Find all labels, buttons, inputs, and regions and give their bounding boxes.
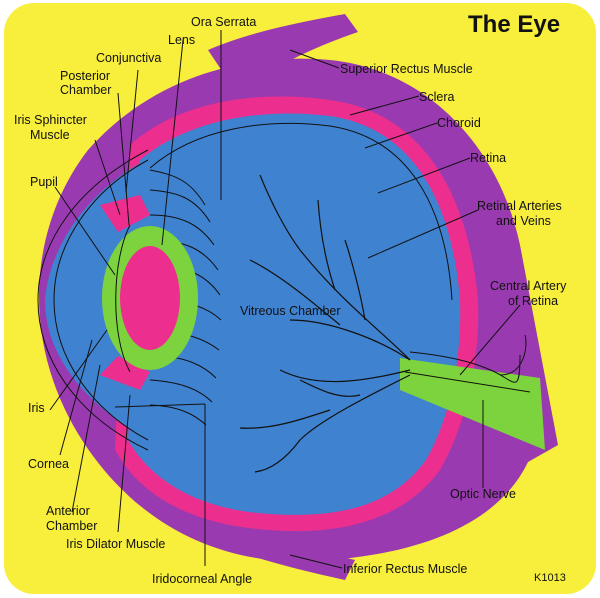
label-posterior-chamber-2: Chamber <box>60 83 111 97</box>
label-iridocorneal-angle: Iridocorneal Angle <box>152 572 252 586</box>
label-central-artery-2: of Retina <box>508 294 558 308</box>
central-artery <box>409 351 521 383</box>
label-optic-nerve: Optic Nerve <box>450 487 516 501</box>
label-vitreous-chamber: Vitreous Chamber <box>240 304 341 318</box>
retina-line <box>149 122 453 301</box>
cornea-inner-line <box>53 159 149 441</box>
label-anterior-chamber-2: Chamber <box>46 519 97 533</box>
iris-lower <box>100 356 150 390</box>
central-artery-branch <box>499 334 527 376</box>
label-pupil: Pupil <box>30 175 58 189</box>
cornea-line <box>37 149 149 451</box>
label-superior-rectus: Superior Rectus Muscle <box>340 62 473 76</box>
label-ora-serrata: Ora Serrata <box>191 15 256 29</box>
label-iris-sphincter-2: Muscle <box>30 128 70 142</box>
label-inferior-rectus: Inferior Rectus Muscle <box>343 562 467 576</box>
label-iris-sphincter-1: Iris Sphincter <box>14 113 87 127</box>
label-central-artery-1: Central Artery <box>490 279 567 293</box>
lens <box>120 246 180 350</box>
label-posterior-chamber-1: Posterior <box>60 69 110 83</box>
retinal-vessels <box>239 174 411 473</box>
vitreous-chamber <box>128 113 461 515</box>
label-conjunctiva: Conjunctiva <box>96 51 161 65</box>
label-cornea: Cornea <box>28 457 69 471</box>
label-retinal-arteries-2: and Veins <box>496 214 551 228</box>
diagram-title: The Eye <box>468 11 560 38</box>
label-retinal-arteries-1: Retinal Arteries <box>477 199 562 213</box>
iris-line <box>115 224 131 373</box>
label-choroid: Choroid <box>437 116 481 130</box>
label-iris-dilator: Iris Dilator Muscle <box>66 537 165 551</box>
label-retina: Retina <box>470 151 506 165</box>
leader-lines <box>49 30 521 569</box>
label-anterior-chamber-1: Anterior <box>46 504 90 518</box>
product-code: K1013 <box>534 572 566 584</box>
label-iris: Iris <box>28 401 45 415</box>
label-sclera: Sclera <box>419 90 454 104</box>
labels: Ora Serrata Lens Conjunctiva Posterior C… <box>14 15 567 586</box>
optic-nerve <box>400 358 545 450</box>
optic-nerve-line <box>404 371 531 393</box>
label-lens: Lens <box>168 33 195 47</box>
iris-upper <box>100 195 150 232</box>
